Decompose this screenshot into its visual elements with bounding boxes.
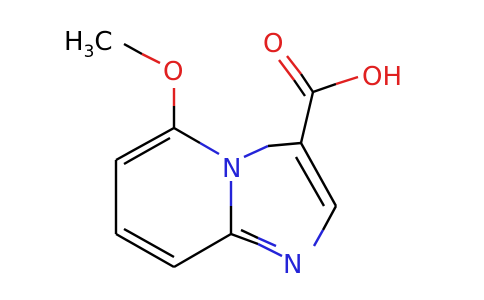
c3-c2-inner-bond [294,156,326,207]
c5-c6-bond [115,126,175,162]
c2-n1-bond-black [321,205,338,231]
ether-oxygen-label: O [163,57,183,87]
carbonyl-bond-black [300,73,314,93]
c7-c8-inner-bond [123,227,175,259]
n4-c3-bond-blue [243,144,269,159]
carbonyl-oxygen-label: O [263,29,283,59]
n4-c3-bond-black [267,141,302,148]
n1-c8a-bond-blue [257,242,283,258]
c5-c6-inner-bond [123,136,171,166]
n1-c8a-inner-bond-blue [257,236,277,248]
c8-c8a-bond [173,232,232,269]
n1-c8a-inner-bond-black [240,228,259,240]
imidazole-ring [230,141,338,258]
hydroxyl-label: OH [362,62,402,92]
hydroxyl-bond-red [335,75,359,86]
carbonyl-bond-red [286,55,302,75]
c5-n4-bond-black [173,126,201,145]
c3-carboxyl-bond [299,91,315,144]
carbonyl-inner-bond-black [293,79,306,97]
methoxy-group: H3C O [64,27,183,128]
pyridine-ring [114,126,233,269]
carboxyl-group [278,55,359,144]
n1-c8a-bond-black [230,232,259,246]
bridge-nitrogen-label: N [222,154,241,184]
c3-c2-bond [299,142,338,207]
methyl-o-bond-black [123,42,143,56]
methyl-o-bond-red [141,52,161,65]
c5-n4-bond-blue [199,141,220,156]
hydroxyl-bond-black [312,82,337,94]
ring-nitrogen-label: N [283,250,302,280]
c7-c8-bond [115,232,175,269]
methyl-label: H3C [64,27,113,62]
carbonyl-inner-bond-red [278,59,295,81]
c2-n1-bond-blue [312,229,325,247]
